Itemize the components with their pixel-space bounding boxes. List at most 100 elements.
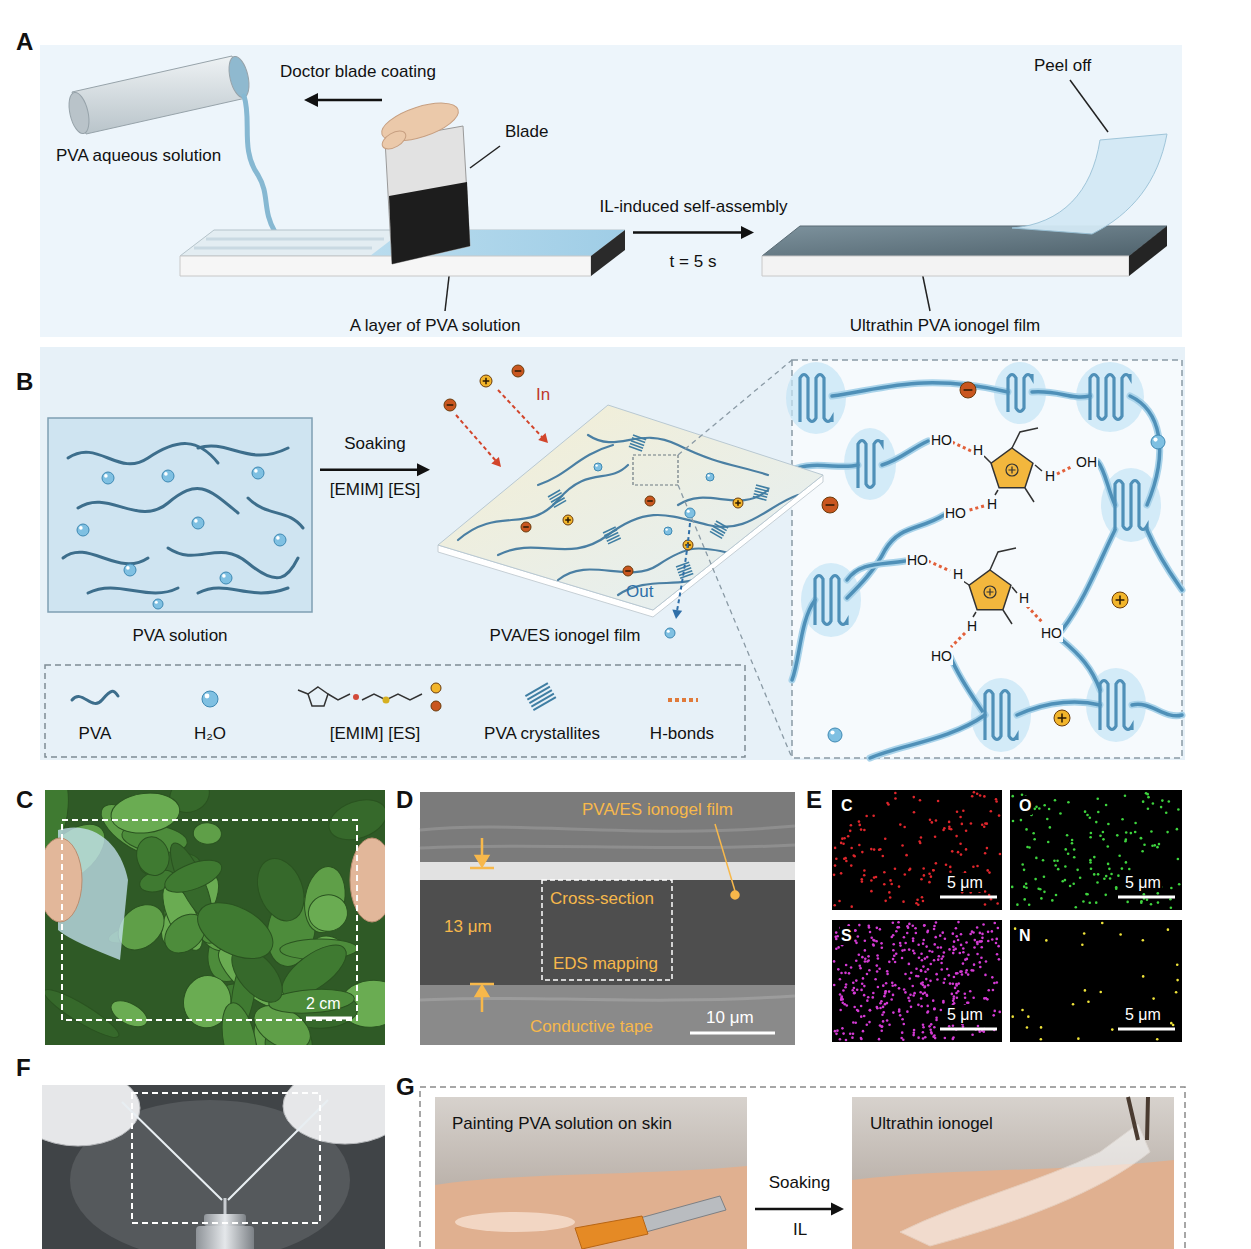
element-dot [855, 959, 858, 962]
element-dot [852, 981, 855, 984]
element-dot [858, 824, 861, 827]
legend-box [45, 665, 745, 757]
element-dot [906, 1010, 909, 1013]
figure-label: H [966, 618, 978, 635]
node-shape [623, 566, 633, 576]
element-dot [889, 879, 892, 882]
element-dot [961, 823, 964, 826]
element-dot [944, 1037, 947, 1040]
node-shape [667, 630, 670, 633]
node-shape [762, 222, 1167, 294]
element-dot [880, 942, 883, 945]
element-dot [876, 970, 879, 973]
pva-chain [1098, 462, 1115, 505]
element-dot [835, 938, 838, 941]
element-dot [919, 842, 922, 845]
element-dot [927, 984, 930, 987]
node-shape [665, 528, 667, 530]
node-shape [633, 455, 678, 485]
element-dot [894, 797, 897, 800]
element-dot [922, 1037, 925, 1040]
node-shape [521, 522, 531, 532]
element-dot [1147, 796, 1150, 799]
element-dot [1089, 816, 1092, 819]
element-dot [883, 995, 886, 998]
element-dot [840, 872, 843, 875]
element-dot [971, 1033, 974, 1036]
element-dot [954, 987, 957, 990]
element-dot [1143, 893, 1146, 896]
node-shape [515, 370, 522, 372]
element-dot [842, 1032, 845, 1035]
figure-label: 5 μm [946, 1005, 984, 1024]
leaf-photo [45, 790, 385, 1045]
node-shape [164, 472, 168, 476]
element-dot [1076, 869, 1079, 872]
element-dot [862, 1030, 865, 1033]
element-dot [856, 1009, 859, 1012]
element-dot [969, 990, 972, 993]
element-dot [866, 999, 869, 1002]
element-dot [928, 872, 931, 875]
element-dot [915, 932, 918, 935]
element-dot [895, 952, 898, 955]
element-dot [1153, 844, 1156, 847]
element-dot [965, 829, 968, 832]
element-dot [922, 867, 925, 870]
element-dot [952, 945, 955, 948]
node-shape [629, 435, 646, 451]
pva-chain [832, 383, 1008, 396]
element-dot [970, 822, 973, 825]
element-dot [921, 959, 924, 962]
element-dot [913, 1029, 916, 1032]
node-shape [672, 609, 682, 619]
element-dot [972, 969, 975, 972]
node-shape [665, 628, 675, 638]
element-dot [1026, 1026, 1029, 1029]
ion [960, 382, 976, 398]
element-dot [1021, 863, 1024, 866]
element-dot [884, 900, 887, 903]
node-shape [194, 519, 198, 523]
element-dot [1090, 867, 1093, 870]
element-dot [1102, 831, 1105, 834]
element-dot [1084, 989, 1087, 992]
element-dot [1105, 875, 1108, 878]
element-dot [1107, 863, 1110, 866]
pva-chain [870, 715, 985, 758]
element-dot [976, 865, 979, 868]
element-dot [942, 1000, 945, 1003]
element-dot [1116, 834, 1119, 837]
element-dot [922, 965, 925, 968]
panel-letter: F [16, 1054, 31, 1083]
thickness-marker [715, 824, 735, 891]
element-dot [1099, 834, 1102, 837]
connector-arrow [755, 1203, 844, 1216]
element-dot [940, 1009, 943, 1012]
element-dot [1095, 901, 1098, 904]
crystallite-glow [1101, 468, 1161, 542]
element-dot [960, 933, 963, 936]
element-dot [889, 896, 892, 899]
element-dot [1035, 806, 1038, 809]
eds-map [1010, 920, 1182, 1042]
element-dot [903, 936, 906, 939]
element-dot [864, 939, 867, 942]
node-shape [194, 239, 384, 248]
element-dot [888, 1023, 891, 1026]
element-dot [872, 814, 875, 817]
element-dot [1043, 804, 1046, 807]
element-dot [858, 964, 861, 967]
element-dot [938, 955, 941, 958]
node-shape [198, 446, 288, 455]
sem-image [420, 880, 795, 985]
element-dot [1033, 808, 1036, 811]
node-shape [591, 230, 625, 276]
element-dot [860, 1015, 863, 1018]
element-dot [1140, 837, 1143, 840]
element-dot [912, 1034, 915, 1037]
element-dot [978, 1030, 981, 1033]
element-dot [866, 973, 869, 976]
connector-arrow [633, 226, 754, 239]
